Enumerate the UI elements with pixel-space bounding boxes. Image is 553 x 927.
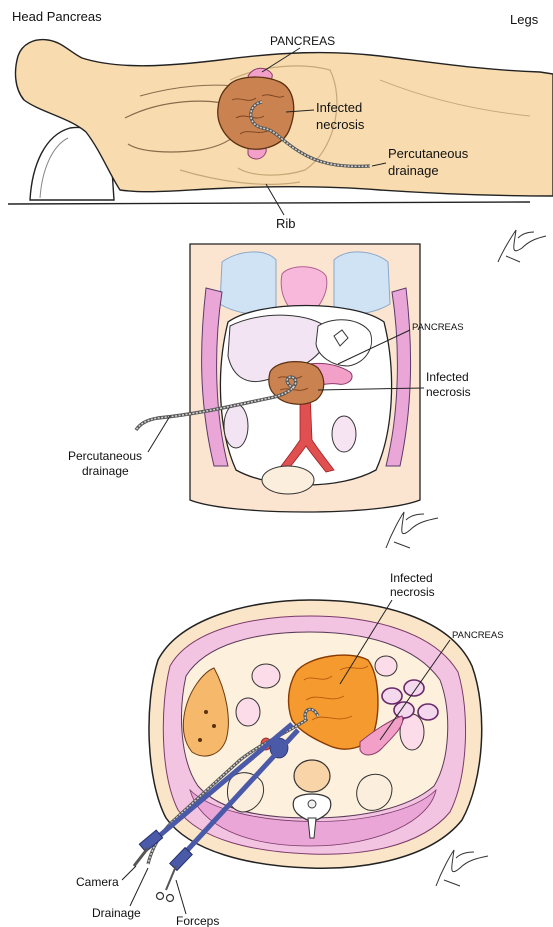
pancreas-label: PANCREAS [270,34,335,48]
forceps-leader [176,880,186,914]
camera-tail [134,848,148,866]
lung-right [334,252,390,316]
jejunum-loop [418,704,438,720]
camera-label: Camera [76,875,119,889]
bowel-loop [400,714,424,750]
jejunum-loop [382,688,402,704]
drainage-label: Drainage [92,906,141,920]
drainage-leader [130,868,148,906]
necrosis-label-line1: Infected [426,370,469,384]
artist-signature [498,230,546,262]
forceps-tail [166,866,176,890]
necrosis-label-line1: Infected [316,100,362,115]
panel-coronal-view: PANCREAS Infected necrosis Percutaneous … [68,244,471,548]
drainage-leader [148,416,170,452]
rib-label: Rib [276,216,296,231]
kidney-right [332,416,356,452]
panel-axial-view: Infected necrosis PANCREAS Camera Draina… [76,571,504,927]
lung-left [220,252,276,316]
forceps-port [170,848,192,871]
necrosis-label-line2: necrosis [390,585,435,599]
forceps-label: Forceps [176,914,219,927]
rib-leader [266,184,284,215]
spinal-canal [308,800,316,808]
vertebral-body [294,760,330,792]
pancreas-label: PANCREAS [452,630,504,641]
camera-leader [122,866,136,880]
drainage-label-line2: drainage [388,163,439,178]
artist-signature [386,512,438,548]
forceps-handle-icon [157,893,164,900]
necrosis-label-line1: Infected [390,571,433,585]
jejunum-loop [404,680,424,696]
head-label: Head Pancreas [12,9,102,24]
necrosis-label-line2: necrosis [316,117,365,132]
bowel-loop [375,656,397,676]
bowel-loop [236,698,260,726]
drainage-label-line2: drainage [82,464,129,478]
liver-vessel [212,724,216,728]
liver-vessel [204,710,208,714]
liver-vessel [198,738,202,742]
spinous-process [308,818,316,838]
bladder [262,466,314,494]
drainage-label-line1: Percutaneous [388,146,469,161]
kidney-left [224,404,248,448]
table-line [8,202,530,204]
pancreas-label: PANCREAS [412,322,464,333]
artist-signature [436,850,488,886]
panel-lateral-view: Head Pancreas Legs PANCREAS Infected nec… [8,9,553,262]
forceps-handle-icon [167,895,174,902]
camera-port [139,830,162,852]
legs-label: Legs [510,12,539,27]
necrosis-label-line2: necrosis [426,385,471,399]
drainage-label-line1: Percutaneous [68,449,142,463]
bowel-loop [252,664,280,688]
